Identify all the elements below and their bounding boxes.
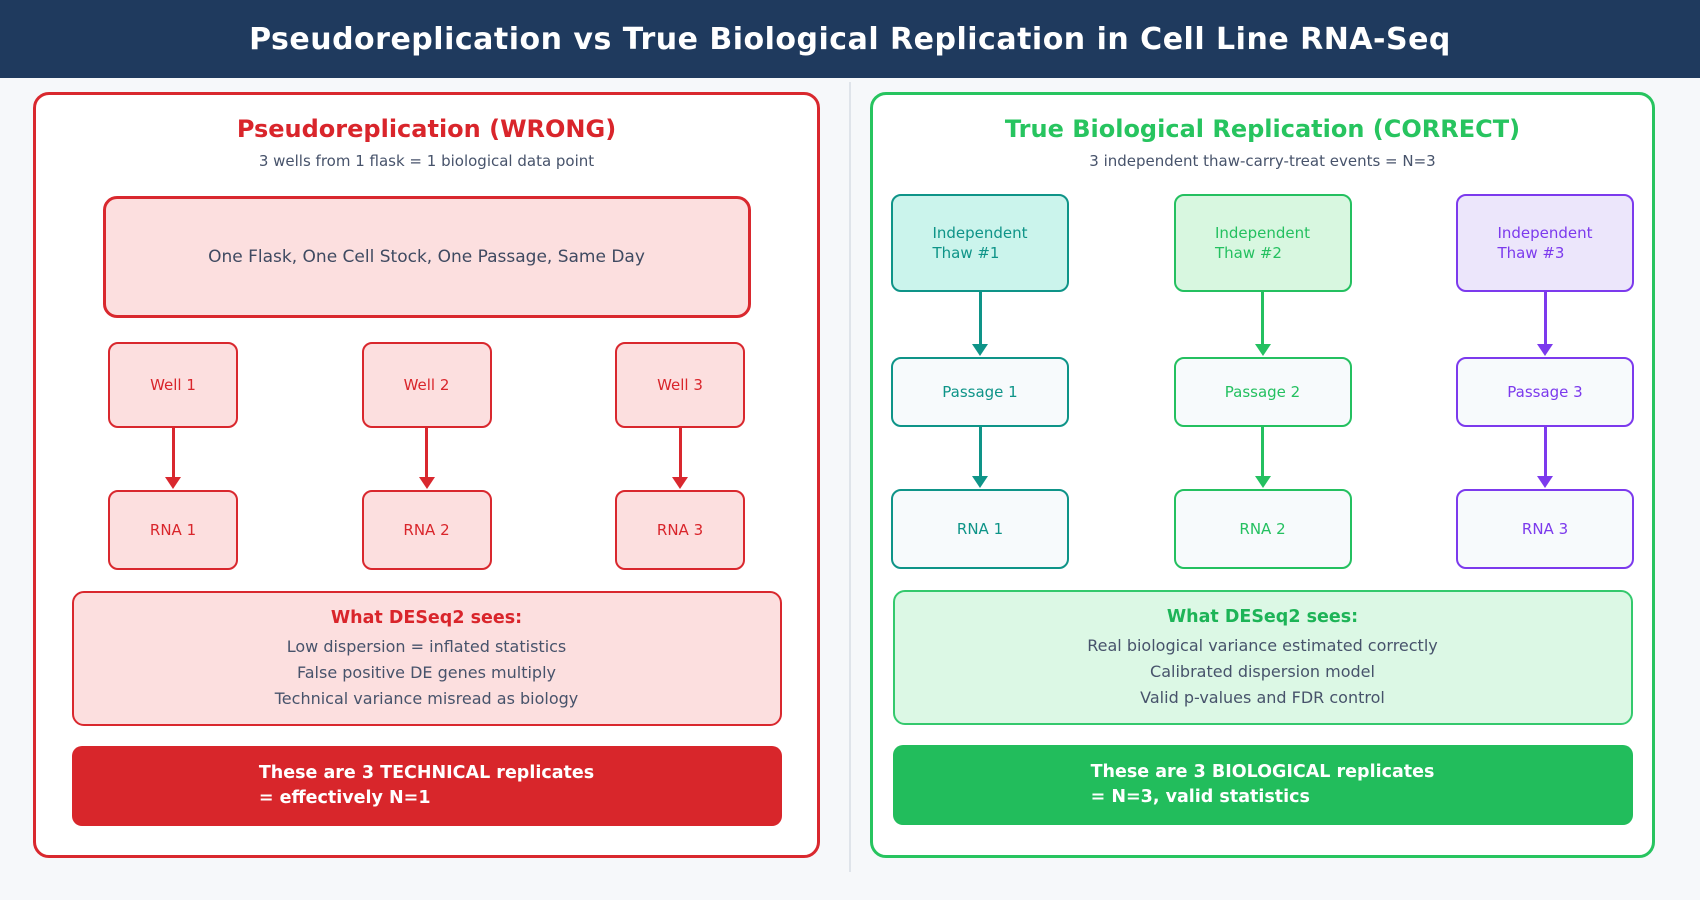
- left-verdict-line-1: These are 3 TECHNICAL replicates: [258, 762, 595, 783]
- independent-thaw-box: Independent Thaw #2: [1173, 194, 1352, 292]
- rna-box: RNA 2: [1173, 489, 1352, 569]
- thaw-label-line-1: Independent: [932, 223, 1028, 242]
- true-replication-panel: True Biological Replication (CORRECT) 3 …: [870, 92, 1655, 858]
- one-flask-label: One Flask, One Cell Stock, One Passage, …: [208, 247, 645, 267]
- thaw-label-line-1: Independent: [1497, 223, 1593, 242]
- down-arrow: [678, 428, 682, 478]
- right-deseq-line-2: Calibrated dispersion model: [1150, 662, 1375, 681]
- passage-box: Passage 1: [891, 357, 1069, 427]
- right-verdict-text: These are 3 BIOLOGICAL replicates = N=3,…: [1091, 760, 1435, 811]
- one-flask-box: One Flask, One Cell Stock, One Passage, …: [102, 196, 751, 318]
- thaw-column-2: Independent Thaw #2 Passage 2 RNA 2: [1173, 194, 1352, 569]
- left-panel-title: Pseudoreplication (WRONG): [236, 115, 617, 143]
- rna-box: RNA 1: [108, 490, 238, 570]
- well-box: Well 1: [108, 342, 238, 428]
- left-deseq-heading: What DESeq2 sees:: [330, 608, 523, 628]
- down-arrow: [1543, 427, 1547, 477]
- left-deseq-line-2: False positive DE genes multiply: [297, 663, 556, 682]
- rna-box: RNA 3: [615, 490, 745, 570]
- right-deseq-line-1: Real biological variance estimated corre…: [1087, 636, 1438, 655]
- well-column-1: Well 1 RNA 1: [108, 342, 238, 570]
- passage-box: Passage 3: [1456, 357, 1634, 427]
- left-deseq-box: What DESeq2 sees: Low dispersion = infla…: [71, 591, 782, 726]
- down-arrow: [1261, 292, 1264, 345]
- rna-box: RNA 1: [891, 489, 1069, 569]
- down-arrow: [171, 428, 175, 478]
- diagram-stage: Pseudoreplication (WRONG) 3 wells from 1…: [0, 78, 1700, 900]
- wells-flow-row: Well 1 RNA 1 Well 2 RNA 2 Well 3 RNA 3: [36, 342, 817, 570]
- right-panel-subtitle: 3 independent thaw-carry-treat events = …: [1089, 152, 1436, 170]
- thaw-flow-row: Independent Thaw #1 Passage 1 RNA 1 Inde…: [873, 194, 1652, 569]
- right-verdict-box: These are 3 BIOLOGICAL replicates = N=3,…: [892, 745, 1633, 825]
- right-panel-title: True Biological Replication (CORRECT): [1004, 115, 1521, 143]
- left-deseq-line-1: Low dispersion = inflated statistics: [286, 637, 567, 656]
- down-arrow: [978, 427, 982, 477]
- down-arrow: [425, 428, 428, 478]
- independent-thaw-box: Independent Thaw #3: [1456, 194, 1634, 292]
- thaw-label-line-2: Thaw #2: [1214, 244, 1282, 262]
- left-verdict-box: These are 3 TECHNICAL replicates = effec…: [71, 746, 782, 826]
- well-box: Well 3: [615, 342, 745, 428]
- well-column-3: Well 3 RNA 3: [615, 342, 745, 570]
- thaw-column-3: Independent Thaw #3 Passage 3 RNA 3: [1456, 194, 1634, 569]
- pseudoreplication-panel: Pseudoreplication (WRONG) 3 wells from 1…: [33, 92, 820, 858]
- right-deseq-box: What DESeq2 sees: Real biological varian…: [892, 590, 1633, 725]
- right-verdict-line-1: These are 3 BIOLOGICAL replicates: [1090, 761, 1435, 782]
- rna-box: RNA 2: [361, 490, 492, 570]
- thaw-column-1: Independent Thaw #1 Passage 1 RNA 1: [891, 194, 1069, 569]
- thaw-label-line-1: Independent: [1214, 223, 1311, 242]
- left-verdict-text: These are 3 TECHNICAL replicates = effec…: [259, 761, 594, 812]
- down-arrow: [1543, 292, 1547, 345]
- rna-box: RNA 3: [1456, 489, 1634, 569]
- title-bar: Pseudoreplication vs True Biological Rep…: [0, 0, 1700, 78]
- left-verdict-line-2: = effectively N=1: [258, 788, 431, 808]
- well-column-2: Well 2 RNA 2: [361, 342, 492, 570]
- left-deseq-line-3: Technical variance misread as biology: [274, 689, 579, 708]
- independent-thaw-box: Independent Thaw #1: [891, 194, 1069, 292]
- down-arrow: [978, 292, 982, 345]
- well-box: Well 2: [361, 342, 492, 428]
- right-verdict-line-2: = N=3, valid statistics: [1090, 787, 1310, 807]
- left-panel-subtitle: 3 wells from 1 flask = 1 biological data…: [258, 152, 595, 170]
- thaw-label-line-2: Thaw #1: [932, 244, 1000, 262]
- page-title: Pseudoreplication vs True Biological Rep…: [249, 21, 1451, 57]
- thaw-label-line-2: Thaw #3: [1497, 244, 1565, 262]
- down-arrow: [1261, 427, 1264, 477]
- right-deseq-heading: What DESeq2 sees:: [1166, 607, 1359, 627]
- panel-divider: [849, 82, 851, 872]
- right-deseq-line-3: Valid p-values and FDR control: [1140, 688, 1385, 707]
- passage-box: Passage 2: [1173, 357, 1352, 427]
